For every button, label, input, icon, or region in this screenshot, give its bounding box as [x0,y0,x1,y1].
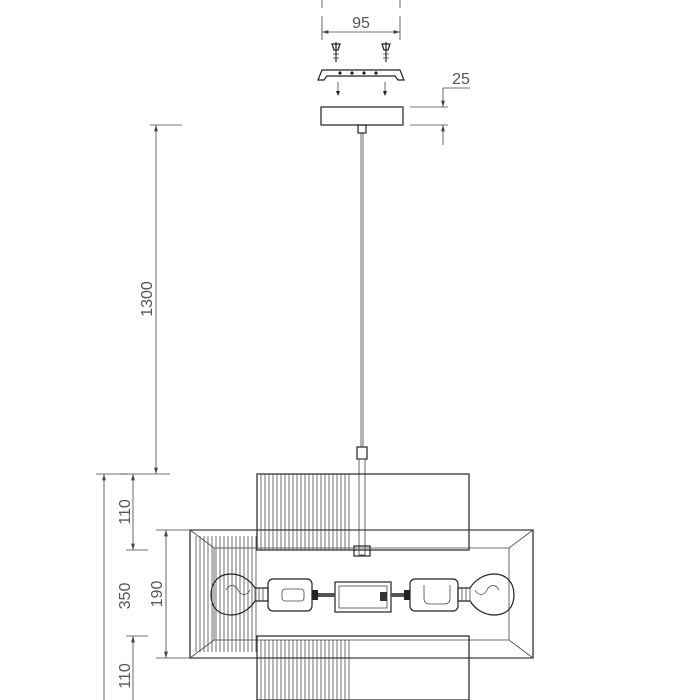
mounting-bracket [317,69,405,96]
canopy-width-label: 95 [352,15,370,32]
screw-left [331,42,341,62]
lamp-body [188,473,535,700]
left-bulb-assembly [210,573,335,616]
canopy-height-dimension: 25 [410,71,470,145]
canopy-width-dimension: 95 [321,0,401,40]
suspension-length-label: 1300 [139,281,156,317]
upper-shade [256,473,470,551]
ceiling-canopy [320,106,404,126]
right-bulb-assembly [391,573,515,616]
upper-shade-height-label: 110 [117,499,134,525]
lower-shade-height-label: 110 [117,663,134,689]
mounting-screws [331,42,391,62]
body-dimensions: 350 110 190 110 [96,473,190,700]
suspension-cable [353,124,371,557]
canopy-height-label: 25 [452,71,470,88]
total-height-label: 350 [117,583,134,610]
middle-frame-height-label: 190 [149,581,166,608]
lower-shade [256,635,470,700]
screw-right [381,42,391,62]
central-hub [334,581,392,613]
middle-frame [188,529,535,659]
suspension-length-dimension: 1300 [120,124,182,475]
